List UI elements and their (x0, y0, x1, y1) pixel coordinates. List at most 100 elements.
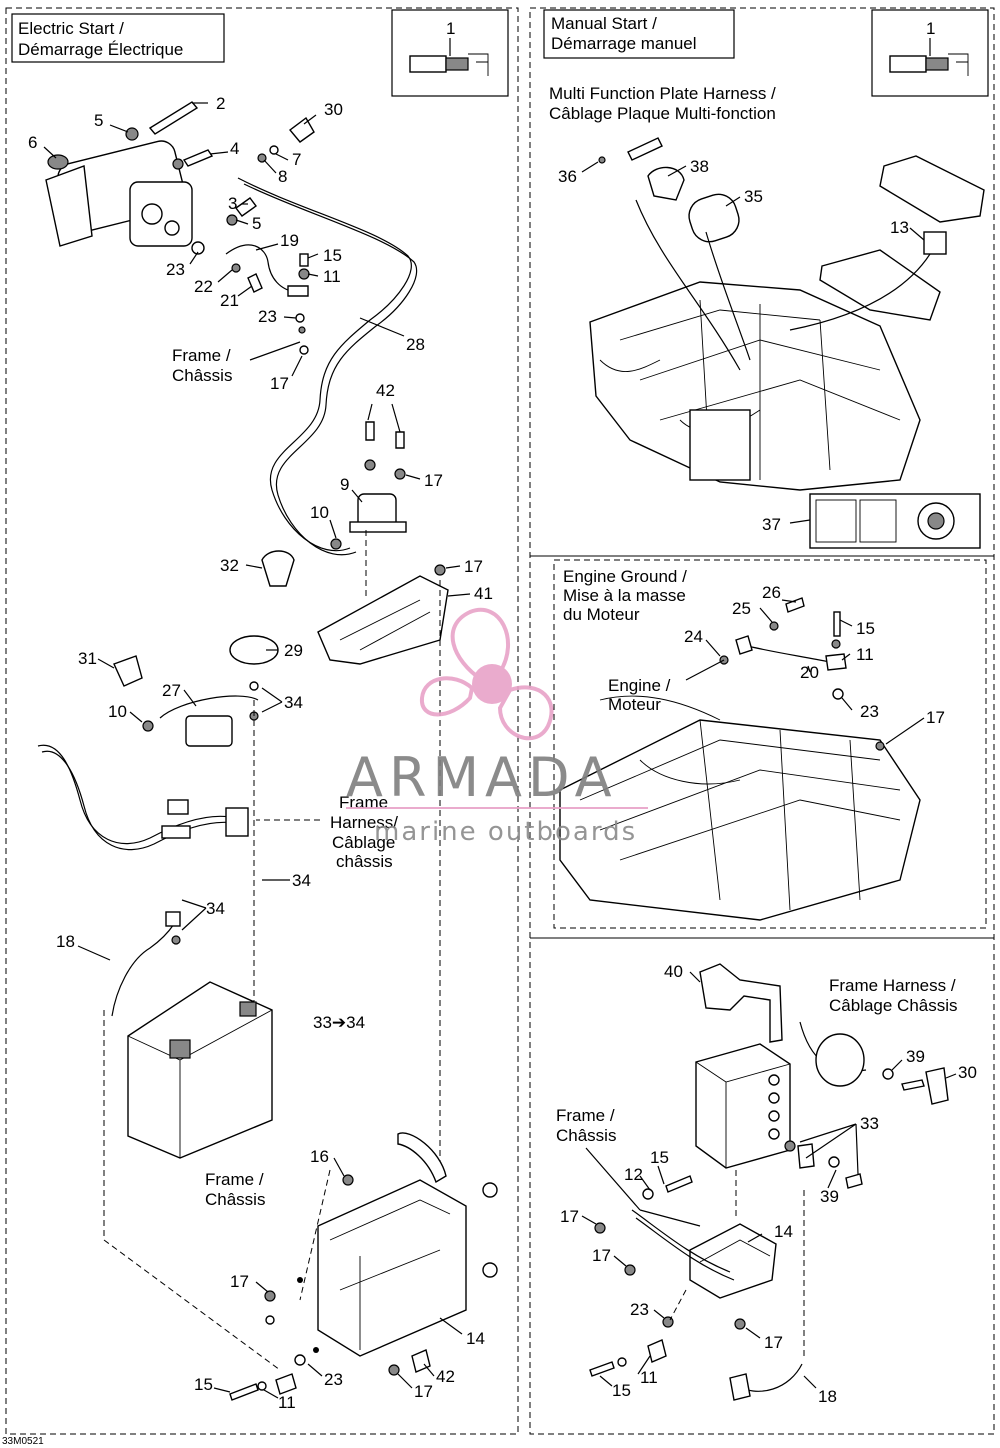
part-number: 20 (800, 663, 819, 682)
frame-chassis-label-2-line2: Châssis (205, 1190, 265, 1209)
engine-assembly (589, 199, 931, 491)
part-number: 11 (323, 267, 341, 286)
battery-cover-40 (699, 963, 783, 1043)
watermark: ARMADA marine outboards (346, 607, 648, 847)
relay-27 (142, 681, 259, 747)
part-number: 17 (414, 1382, 433, 1401)
manual-start-title-line1: Manual Start / (551, 14, 657, 33)
left-panel-border (5, 7, 519, 1435)
multi-function-label-line1: Multi Function Plate Harness / (549, 84, 776, 103)
multi-function-label-line2: Câblage Plaque Multi-fonction (549, 104, 776, 123)
watermark-tagline: marine outboards (374, 817, 637, 847)
battery-cable-28-outline (243, 183, 418, 556)
frame-chassis-label-2-line1: Frame / (205, 1170, 264, 1189)
part-number: 18 (818, 1387, 837, 1406)
part-number: 40 (664, 962, 683, 981)
part-number: 15 (323, 246, 342, 265)
frame-chassis-label-1-line2: Châssis (172, 366, 232, 385)
battery-tray (229, 1132, 498, 1401)
part-number: 15 (650, 1148, 669, 1167)
engine-ground-label-line2: Mise à la masse (563, 586, 686, 605)
engine-frame (559, 695, 921, 921)
callout-labels: Frame / Châssis Frame Harness/ Câblage c… (172, 346, 958, 1209)
part-number: 17 (270, 374, 289, 393)
part-number: 30 (958, 1063, 977, 1082)
part-number: 8 (278, 167, 287, 186)
part-number: 23 (860, 702, 879, 721)
supersession-note: 33➔34 (313, 1013, 365, 1032)
part-number: 7 (292, 150, 301, 169)
part-number: 17 (764, 1333, 783, 1352)
frame-harness (37, 744, 237, 845)
part-number: 31 (78, 649, 97, 668)
part-number: 6 (28, 133, 37, 152)
part-number: 2 (216, 94, 225, 113)
part-number: 17 (560, 1207, 579, 1226)
part-number: 16 (310, 1147, 329, 1166)
frame-harness-label-2-line2: Câblage Châssis (829, 996, 958, 1015)
warning-label (809, 493, 981, 549)
part-number: 33 (860, 1114, 879, 1133)
part-number: 35 (744, 187, 763, 206)
manual-start-title: Manual Start / Démarrage manuel (543, 9, 735, 59)
part-number: 17 (230, 1272, 249, 1291)
inset-number-left: 1 (446, 19, 455, 38)
part-number: 11 (278, 1393, 296, 1412)
electric-start-title: Electric Start / Démarrage Électrique (11, 13, 225, 63)
part-number: 14 (466, 1329, 485, 1348)
part-number: 17 (926, 708, 945, 727)
part-number: 11 (856, 645, 874, 664)
engine-ground-label-line1: Engine Ground / (563, 567, 687, 586)
part-number: 32 (220, 556, 239, 575)
part-number: 36 (558, 167, 577, 186)
left-leader-dashes (103, 530, 441, 1371)
solenoid-bracket (317, 564, 449, 665)
part-number: 39 (820, 1187, 839, 1206)
part-number: 34 (206, 899, 225, 918)
inset-number-right: 1 (926, 19, 935, 38)
cap-31 (113, 655, 143, 687)
part-number: 37 (762, 515, 781, 534)
part-number: 34 (292, 871, 311, 890)
part-number: 25 (732, 599, 751, 618)
part-number: 23 (630, 1300, 649, 1319)
part-number: 27 (162, 681, 181, 700)
battery (111, 911, 273, 1159)
part-number: 42 (436, 1367, 455, 1386)
part-numbers: 2 5 30 6 4 7 8 3 5 19 15 11 23 22 21 23 … (28, 94, 977, 1412)
inset-box-left: 1 (391, 9, 509, 97)
frame-chassis-label-1-line1: Frame / (172, 346, 231, 365)
harness-connectors (161, 799, 249, 839)
right-panel-border (529, 7, 995, 1435)
watermark-brand: ARMADA (346, 746, 618, 809)
part-number: 29 (284, 641, 303, 660)
part-number: 15 (194, 1375, 213, 1394)
part-number: 41 (474, 584, 493, 603)
part-number: 17 (592, 1246, 611, 1265)
part-number: 19 (280, 231, 299, 250)
manual-battery (695, 1043, 791, 1169)
figure-code: 33M0521 (2, 1436, 44, 1447)
part-number: 42 (376, 381, 395, 400)
part-number: 23 (324, 1370, 343, 1389)
part-number: 26 (762, 583, 781, 602)
part-number: 10 (108, 702, 127, 721)
frame-harness-label-1-line2: Harness/ (330, 813, 398, 832)
part-number: 11 (640, 1368, 658, 1387)
manual-harness (784, 1021, 949, 1189)
part-number: 13 (890, 218, 909, 237)
watermark-propeller-logo (419, 607, 554, 741)
engine-ground-label-line3: du Moteur (563, 605, 640, 624)
engine-ground: Engine Ground / Mise à la masse du Moteu… (563, 567, 847, 700)
part-number: 17 (464, 557, 483, 576)
engine-label-line2: Moteur (608, 695, 661, 714)
part-number: 38 (690, 157, 709, 176)
manual-tray (589, 1175, 803, 1401)
part-number: 5 (94, 111, 103, 130)
part-number: 9 (340, 475, 349, 494)
frame-harness-label-1-line3: Câblage (332, 833, 395, 852)
part-number: 24 (684, 627, 703, 646)
part-number: 10 (310, 503, 329, 522)
frame-chassis-label-3-line2: Châssis (556, 1126, 616, 1145)
